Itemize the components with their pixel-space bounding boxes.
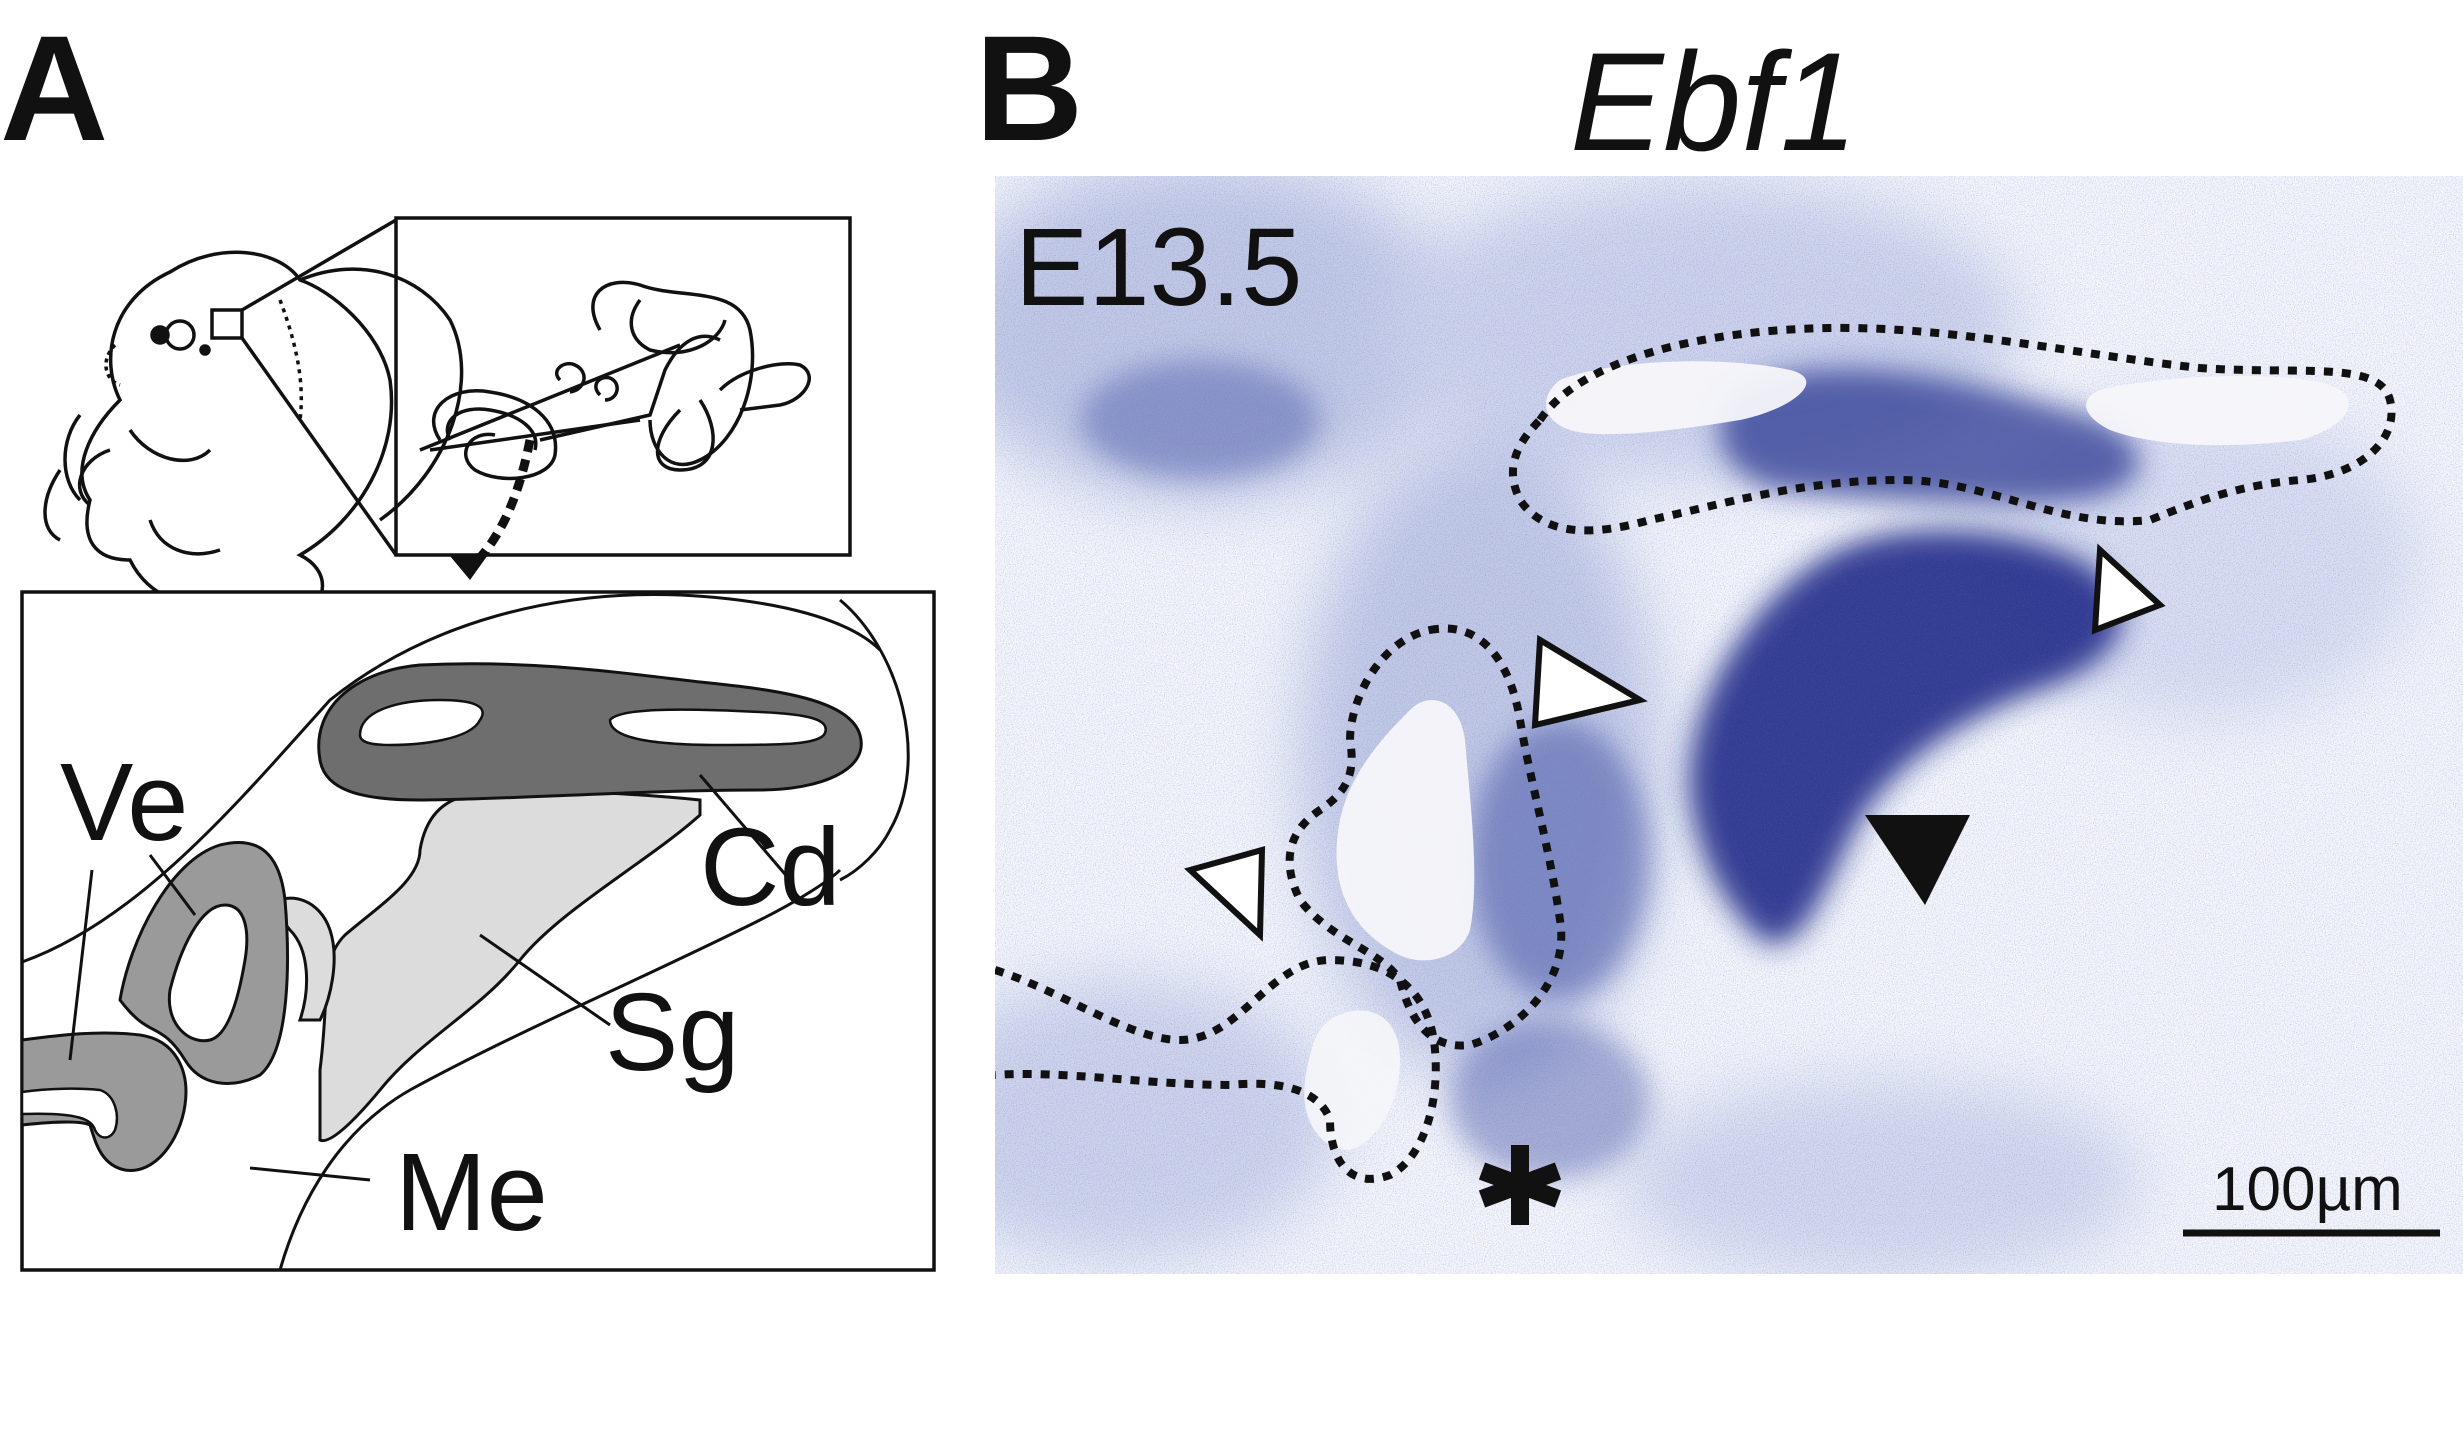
gene-name: Ebf1 [1570,23,1858,180]
label-me: Me [395,1131,548,1254]
label-cd: Cd [700,806,841,929]
open-arrowhead-2 [1531,634,1648,729]
open-arrowhead-3 [1184,846,1266,942]
section-arrow [450,439,535,580]
asterisk-marker [1478,1145,1562,1225]
label-ve: Ve [60,741,188,864]
open-arrowhead-1 [2091,543,2166,635]
cochlea-schematic [20,590,936,1272]
stage-label: E13.5 [1015,206,1302,329]
panel-a-letter: A [0,4,108,172]
filled-arrowhead [1865,815,1970,905]
label-sg: Sg [605,971,740,1094]
panel-b-letter: B [975,4,1083,172]
embryo-sketch [43,250,464,640]
scale-bar-label: 100µm [2212,1155,2403,1224]
inner-ear-zoom-box [240,216,852,557]
ish-micrograph [995,176,2463,1274]
